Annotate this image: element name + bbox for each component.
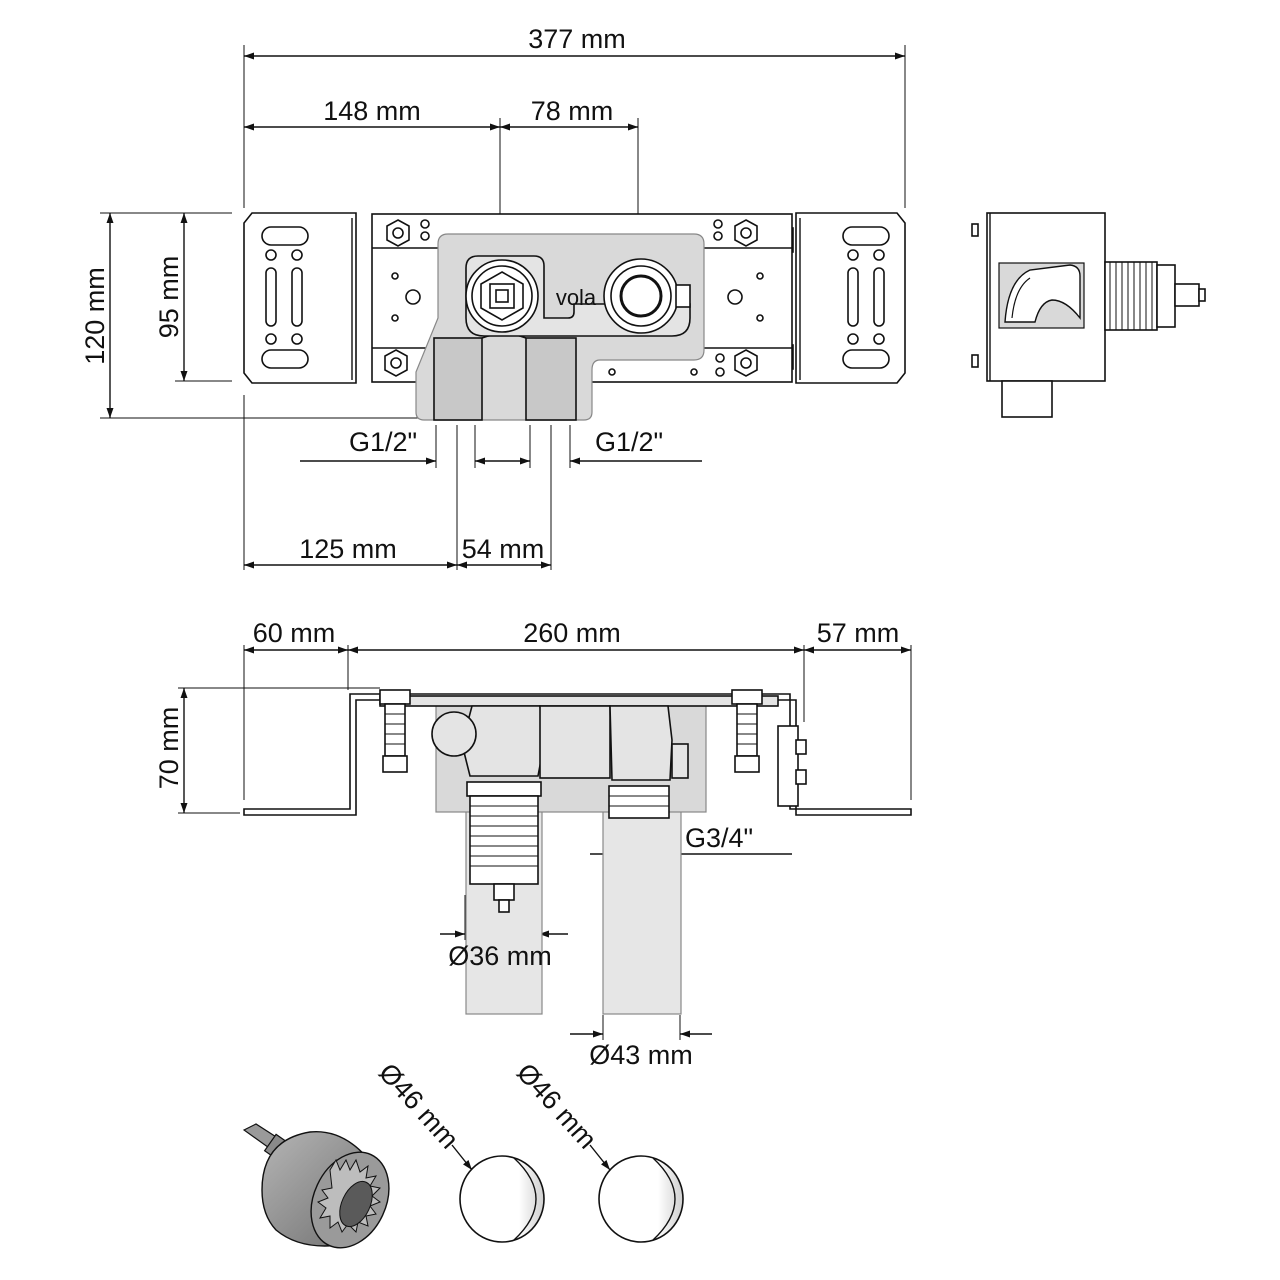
hex-nut bbox=[386, 219, 410, 247]
dim-right-bracket: 57 mm bbox=[817, 618, 900, 648]
dim-thread: G3/4" bbox=[685, 823, 753, 853]
dim-depth: 70 mm bbox=[154, 707, 184, 790]
dim-cap-1: Ø46 mm bbox=[373, 1057, 465, 1154]
dim-left-to-outlet: 148 mm bbox=[323, 96, 421, 126]
hex-nut bbox=[384, 349, 408, 377]
left-bracket bbox=[243, 212, 357, 384]
dim-cap-2: Ø46 mm bbox=[511, 1057, 603, 1154]
dim-inlet-right: G1/2" bbox=[595, 427, 663, 457]
dim-outlet-spacing: 78 mm bbox=[531, 96, 614, 126]
dim-overall-width: 377 mm bbox=[528, 24, 626, 54]
dim-inlet-left: G1/2" bbox=[349, 427, 417, 457]
right-bracket bbox=[782, 212, 906, 384]
dim-pipe-diameter: Ø43 mm bbox=[589, 1040, 693, 1070]
valve-body bbox=[415, 233, 705, 421]
dimension-lines bbox=[106, 52, 905, 569]
cover-cap-icon bbox=[598, 1155, 684, 1243]
mounting-bolt bbox=[731, 689, 763, 773]
dim-sleeve-diameter: Ø36 mm bbox=[448, 941, 552, 971]
accessories: Ø46 mm Ø46 mm bbox=[242, 1057, 684, 1249]
side-view bbox=[971, 212, 1206, 418]
cover-cap-icon bbox=[459, 1155, 545, 1243]
mounting-bolt bbox=[379, 689, 411, 773]
threaded-sleeve bbox=[466, 781, 542, 913]
dim-left-to-inlet: 125 mm bbox=[299, 534, 397, 564]
dim-overall-height: 120 mm bbox=[80, 267, 110, 365]
dim-plate-height: 95 mm bbox=[154, 256, 184, 339]
hex-nut bbox=[734, 349, 758, 377]
hex-nut bbox=[734, 219, 758, 247]
dim-inlet-spacing: 54 mm bbox=[462, 534, 545, 564]
brand-logo: vola bbox=[556, 285, 597, 310]
dim-left-bracket: 60 mm bbox=[253, 618, 336, 648]
threaded-sleeve bbox=[1104, 261, 1206, 331]
front-view: vola 377 mm 148 mm 78 mm 120 mm 95 mm G1… bbox=[80, 24, 906, 570]
hole-saw-icon bbox=[242, 1123, 390, 1249]
dim-body-width: 260 mm bbox=[523, 618, 621, 648]
top-view: 60 mm 260 mm 57 mm 70 mm G3/4" Ø36 mm Ø4… bbox=[154, 618, 912, 1070]
